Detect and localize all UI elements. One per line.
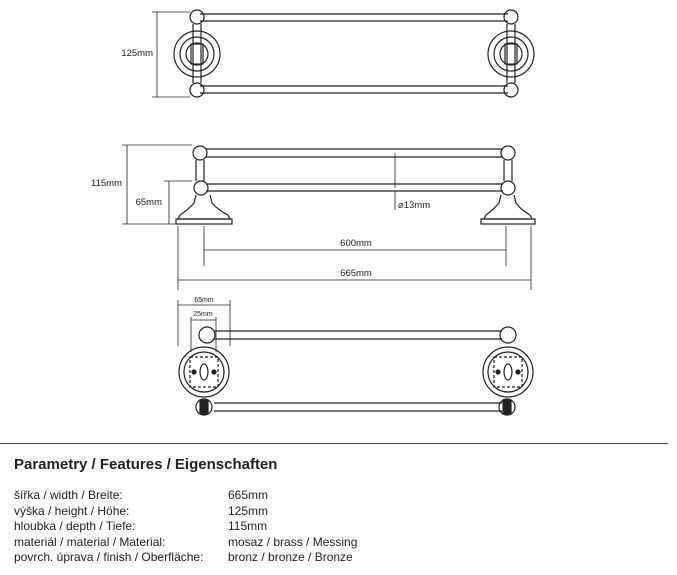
dimension-inner-width: 600mm	[340, 238, 372, 249]
section-title: Parametry / Features / Eigenschaften	[14, 456, 278, 473]
parameter-value: mosaz / brass / Messing	[228, 534, 358, 549]
parameter-row: výška / height / Höhe: 125mm	[14, 504, 357, 520]
parameter-label: výška / height / Höhe:	[14, 503, 130, 518]
parameter-value: bronz / bronze / Bronze	[228, 550, 353, 564]
divider	[0, 443, 668, 444]
parameter-value: 125mm	[228, 503, 269, 518]
parameter-label: povrch. úprava / finish / Oberfläche:	[14, 550, 204, 564]
dimension-mount-width: 65mm	[194, 297, 214, 304]
front-view	[122, 144, 536, 290]
parameter-label: hloubka / depth / Tiefe:	[14, 519, 136, 533]
parameter-row: materiál / material / Material: mosaz / …	[14, 535, 357, 551]
technical-drawing: 125mm	[91, 9, 536, 416]
parameters-list: šířka / width / Breite: 665mm výška / he…	[14, 488, 357, 566]
parameter-value: 115mm	[228, 519, 268, 533]
parameter-row: šířka / width / Breite: 665mm	[14, 488, 357, 504]
dimension-rod-diameter: ⌀13mm	[398, 200, 430, 211]
parameter-label: šířka / width / Breite:	[14, 488, 123, 502]
dimension-total-width: 665mm	[340, 268, 372, 279]
dimension-depth: 65mm	[136, 197, 162, 208]
mount-view	[177, 300, 534, 416]
dimension-height-front: 115mm	[91, 178, 122, 189]
parameter-row: povrch. úprava / finish / Oberfläche: br…	[14, 550, 357, 566]
parameter-value: 665mm	[228, 488, 269, 502]
dimension-height-top: 125mm	[121, 48, 153, 59]
top-view	[152, 9, 535, 98]
parameter-row: hloubka / depth / Tiefe: 115mm	[14, 519, 357, 535]
dimension-bracket-width: 25mm	[193, 311, 213, 318]
parameter-label: materiál / material / Material:	[14, 534, 166, 549]
